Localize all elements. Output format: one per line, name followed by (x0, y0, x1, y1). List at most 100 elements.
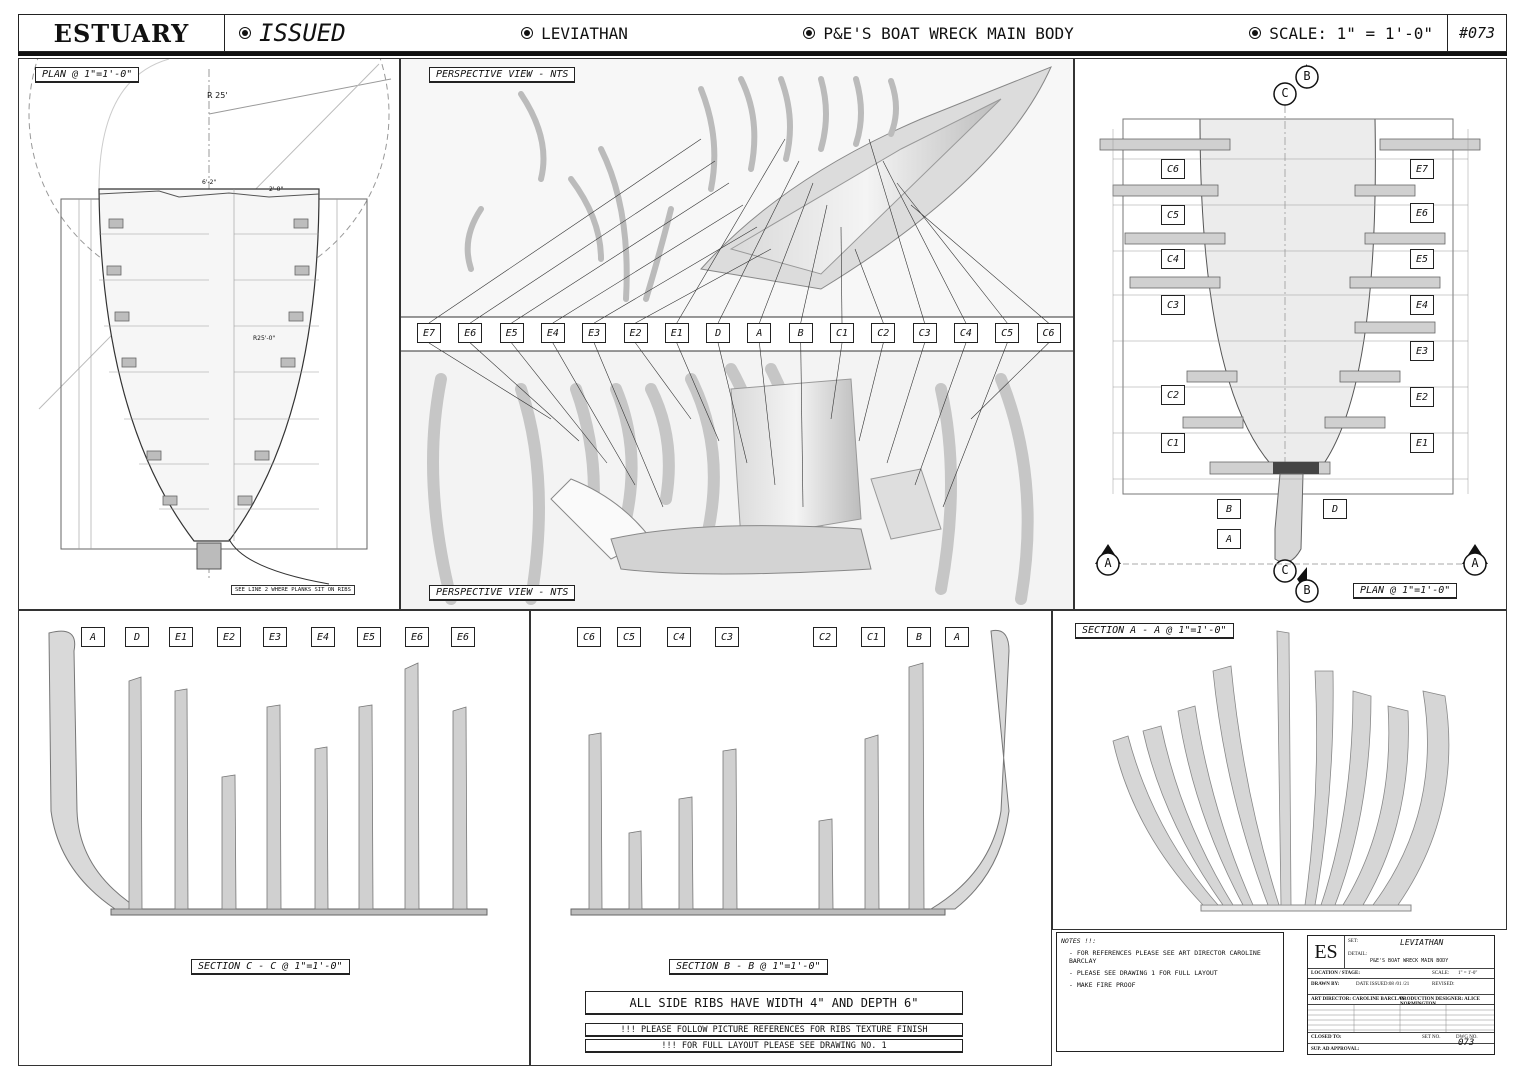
leader-line (635, 248, 772, 324)
leader-line (970, 342, 1049, 420)
drawing-number: #073 (1458, 24, 1496, 42)
leader-line (676, 138, 786, 324)
leader-line (868, 138, 925, 324)
plan-right-drawing (1095, 64, 1488, 603)
leader-line (759, 342, 776, 486)
plan-right-tag-c3: C3 (1161, 295, 1185, 315)
plan-right-label: PLAN @ 1"=1'-0" (1353, 583, 1458, 599)
leader-line (896, 182, 1008, 324)
rib-tag-c2: C2 (871, 323, 896, 343)
rib-tag-d: D (706, 323, 731, 343)
production-field: LEVIATHAN (521, 24, 628, 43)
plan-left-drawing (28, 59, 392, 585)
rib-tag-b: B (788, 323, 813, 343)
rib-tag-e6: E6 (458, 323, 483, 343)
leader-line (759, 182, 814, 324)
plan-right-tag-d: D (1323, 499, 1347, 519)
layout-callout: !!! FOR FULL LAYOUT PLEASE SEE DRAWING N… (585, 1039, 963, 1053)
status-field: ISSUED (239, 19, 346, 47)
rib-tag-c3: C3 (912, 323, 937, 343)
leader-line (470, 160, 716, 324)
legend-drawn-row: DRAWN BY: DATE ISSUED:08 /01 /21 REVISED… (1308, 978, 1494, 994)
rib-tag-e4: E4 (540, 323, 565, 343)
leader-line (552, 204, 744, 324)
plan-right-tag-e7: E7 (1410, 159, 1434, 179)
section-marker-a-left: A (1104, 556, 1112, 570)
legend-location-row: LOCATION / STAGE: SCALE: 1" = 1'-0" (1308, 968, 1494, 978)
note-item: - PLEASE SEE DRAWING 1 FOR FULL LAYOUT (1069, 969, 1218, 977)
leader-line (830, 342, 843, 420)
section-cc-tag-e5: E5 (357, 627, 381, 647)
legend-set-value: LEVIATHAN (1400, 938, 1444, 947)
section-aa-label: SECTION A - A @ 1"=1'-0" (1075, 623, 1234, 639)
rib-tag-e7: E7 (417, 323, 441, 343)
width-top: 6'-2" (202, 179, 217, 186)
section-cc-drawing (48, 630, 488, 916)
section-cc-tag-e6: E6 (405, 627, 429, 647)
section-bb-tag-c5: C5 (617, 627, 641, 647)
plan-right-tag-b: B (1217, 499, 1241, 519)
plan-right-tag-c2: C2 (1161, 385, 1185, 405)
rib-tag-e3: E3 (582, 323, 607, 343)
leader-line (511, 182, 730, 324)
leader-line (942, 342, 1008, 508)
texture-callout: !!! PLEASE FOLLOW PICTURE REFERENCES FOR… (585, 1023, 963, 1037)
title-rule (18, 52, 1507, 56)
plan-right-tag-e6: E6 (1410, 203, 1434, 223)
section-marker-b-top: B (1303, 69, 1311, 83)
rib-tag-e2: E2 (623, 323, 648, 343)
planks-note: SEE LINE 2 WHERE PLANKS SIT ON RIBS (231, 585, 355, 595)
bullet-icon (1249, 27, 1262, 39)
section-bb-tag-c3: C3 (715, 627, 739, 647)
leader-line (511, 342, 608, 464)
bullet-icon (803, 27, 816, 39)
rib-tag-c1: C1 (830, 323, 854, 343)
description-field: P&E'S BOAT WRECK MAIN BODY (803, 24, 1074, 43)
section-cc-tag-e6: E6 (451, 627, 475, 647)
leader-line (840, 226, 843, 324)
rib-tag-c6: C6 (1036, 323, 1061, 343)
rib-tag-e5: E5 (499, 323, 524, 343)
leader-line (676, 342, 720, 442)
bullet-icon (239, 27, 251, 39)
plan-right-tag-e2: E2 (1410, 387, 1434, 407)
section-marker-c-top: C (1281, 86, 1289, 100)
radius-label: R 25' (207, 91, 228, 100)
notes-heading: NOTES !!: (1061, 937, 1097, 945)
section-marker-a-right: A (1471, 556, 1479, 570)
notes-box: NOTES !!: - FOR REFERENCES PLEASE SEE AR… (1056, 932, 1284, 1052)
leader-line (428, 138, 702, 324)
width-right: 2'-0" (269, 186, 284, 193)
legend-set-label: SET: (1348, 939, 1359, 944)
section-bb-tag-b: B (907, 627, 931, 647)
legend-title-block: ES SET: LEVIATHAN DETAIL: P&E'S BOAT WRE… (1307, 935, 1495, 1055)
leader-line (552, 342, 636, 486)
section-bb-drawing (570, 629, 1010, 916)
leader-line (800, 204, 828, 324)
section-bb-tag-c4: C4 (667, 627, 691, 647)
department-grid-lines (1308, 1005, 1494, 1033)
plan-left-label: PLAN @ 1"=1'-0" (35, 67, 140, 83)
section-cc-tag-e4: E4 (311, 627, 335, 647)
leader-line (882, 160, 967, 324)
section-bb-tag-c1: C1 (861, 627, 885, 647)
leader-line (858, 342, 884, 442)
note-item: - FOR REFERENCES PLEASE SEE ART DIRECTOR… (1069, 949, 1261, 965)
legend-detail-value: P&E'S BOAT WRECK MAIN BODY (1370, 958, 1449, 964)
leader-line (594, 226, 758, 324)
section-bb-tag-c2: C2 (813, 627, 837, 647)
plan-right-tag-c4: C4 (1161, 249, 1185, 269)
panel-section-aa: SECTION A - A @ 1"=1'-0" (1052, 610, 1507, 930)
section-cc-tag-e3: E3 (263, 627, 287, 647)
title-fields: ISSUED LEVIATHAN P&E'S BOAT WRECK MAIN B… (225, 15, 1448, 51)
leader-line (800, 342, 804, 508)
legend-ad-row: ART DIRECTOR: CAROLINE BARCLAY PRODUCTIO… (1308, 994, 1494, 1007)
legend-departments-grid (1308, 1004, 1494, 1033)
studio-logo: ESTUARY (19, 15, 225, 51)
section-cc-tag-a: A (81, 627, 105, 647)
plan-right-tag-a: A (1217, 529, 1241, 549)
section-cc-tag-e2: E2 (217, 627, 241, 647)
legend-detail-label: DETAIL: (1348, 952, 1368, 957)
